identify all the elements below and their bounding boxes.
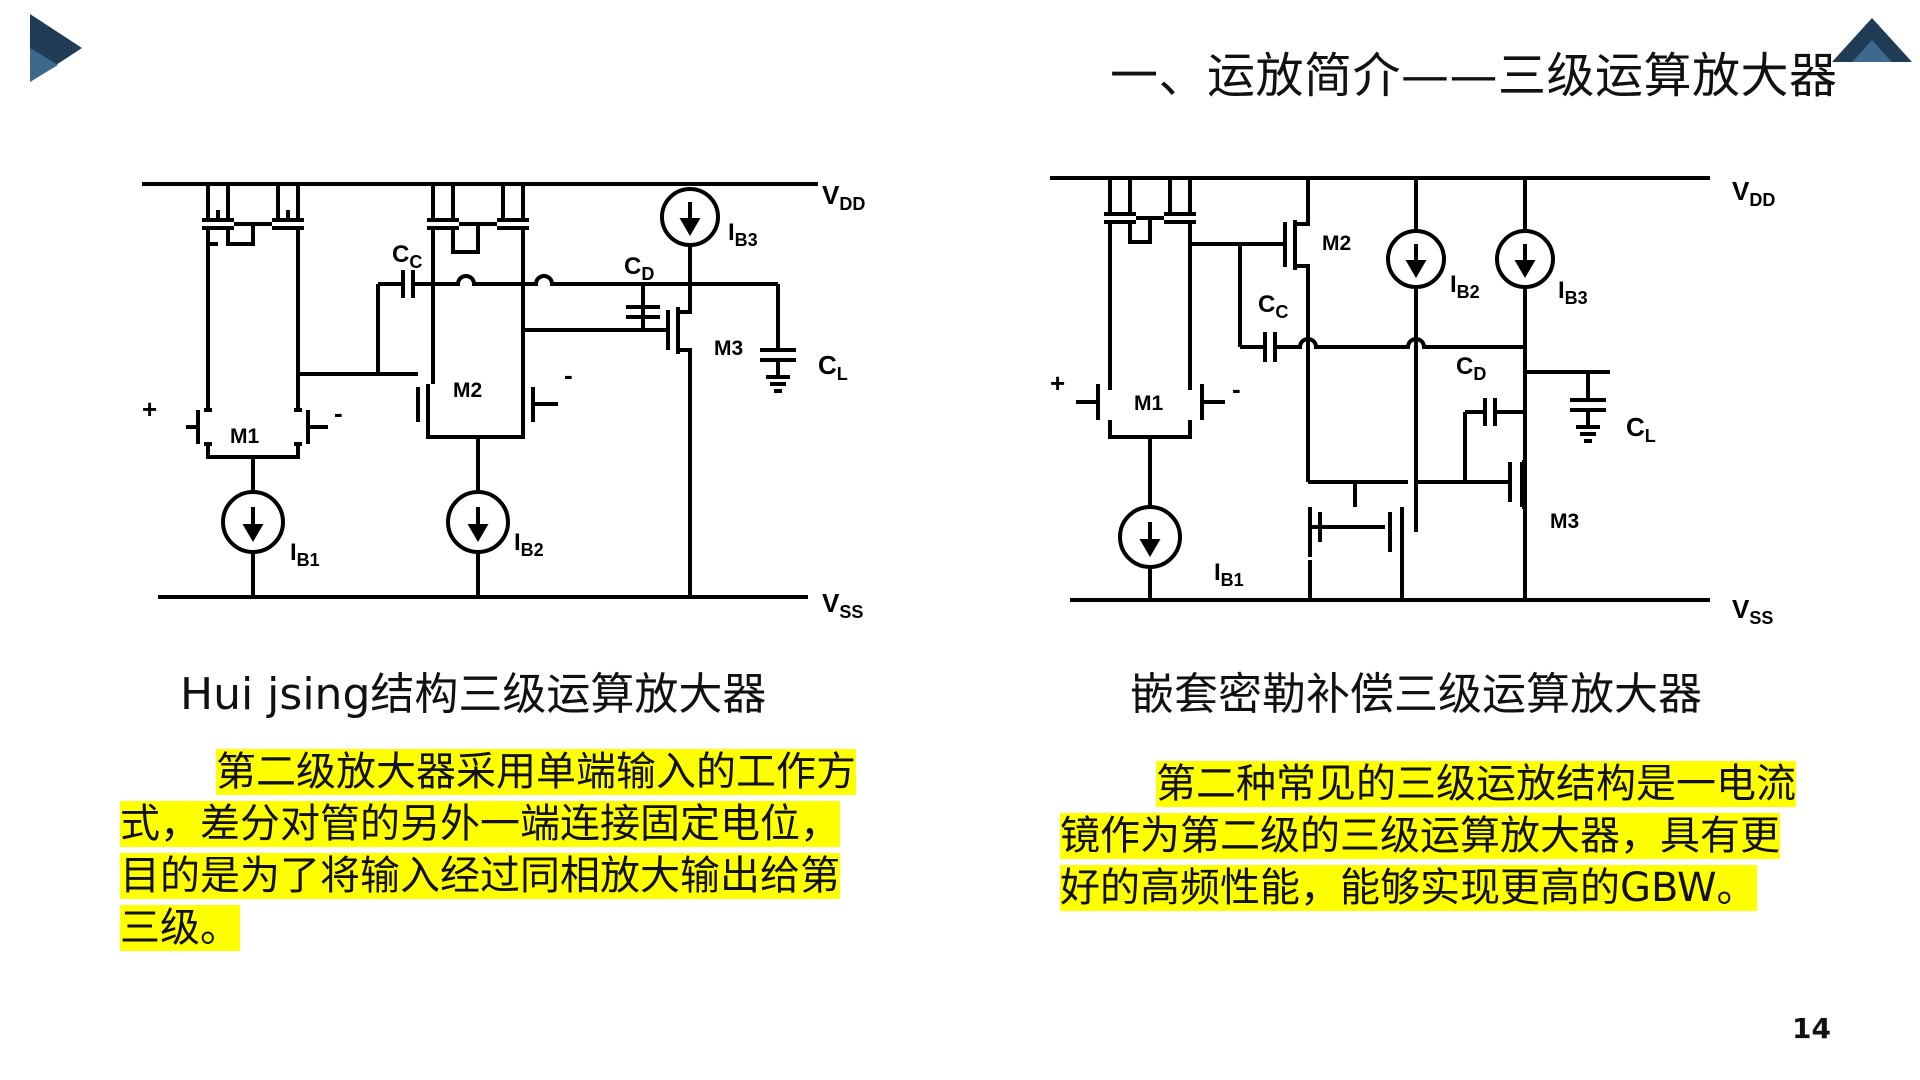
left-desc-line-1: 第二级放大器采用单端输入的工作方 <box>216 749 856 795</box>
ib2-label: IB2 <box>1450 271 1480 302</box>
cd-label: CD <box>624 253 654 284</box>
left-desc-line-3: 目的是为了将输入经过同相放大输出给第 <box>120 853 840 899</box>
logo-left-triangle <box>30 14 82 82</box>
m1-label: M1 <box>230 425 259 448</box>
vss-label: VSS <box>822 588 863 622</box>
cd-label: CD <box>1456 353 1486 384</box>
nested-miller-circuit-diagram: VDD VSS M1 M2 M3 IB1 IB2 IB3 CC CD CL + … <box>1010 162 1832 630</box>
cl-label: CL <box>1626 412 1656 446</box>
hui-jsing-circuit-diagram: VDD VSS M1 M2 M3 IB1 IB2 IB3 CC CD CL + … <box>128 162 910 630</box>
plus-input-label: + <box>142 394 157 424</box>
ib3-label: IB3 <box>1558 277 1588 308</box>
left-circuit-caption: Hui jsing结构三级运算放大器 <box>180 669 767 720</box>
cc-label: CC <box>1258 291 1288 322</box>
ib3-label: IB3 <box>728 219 758 250</box>
cl-label: CL <box>818 350 848 384</box>
plus-input-label: + <box>1050 368 1065 398</box>
m3-label: M3 <box>1550 510 1579 533</box>
m3-label: M3 <box>714 337 743 360</box>
vss-label: VSS <box>1732 594 1773 628</box>
vdd-label: VDD <box>1732 176 1775 210</box>
minus-input-label: - <box>1232 374 1241 404</box>
m2-label: M2 <box>453 379 482 402</box>
m2-label: M2 <box>1322 232 1351 255</box>
page-number: 14 <box>1792 1012 1831 1045</box>
ib1-label: IB1 <box>290 539 320 570</box>
right-description: 第二种常见的三级运放结构是一电流 镜作为第二级的三级运算放大器，具有更 好的高频… <box>1060 758 1860 914</box>
right-desc-line-2: 镜作为第二级的三级运算放大器，具有更 <box>1060 813 1780 859</box>
left-desc-line-4: 三级。 <box>120 905 240 951</box>
left-desc-line-2: 式，差分对管的另外一端连接固定电位， <box>120 801 840 847</box>
minus-input-label-2: - <box>564 360 573 390</box>
m1-label: M1 <box>1134 392 1163 415</box>
ib1-label: IB1 <box>1214 559 1244 590</box>
right-desc-line-1: 第二种常见的三级运放结构是一电流 <box>1156 761 1796 807</box>
ib2-label: IB2 <box>514 529 544 560</box>
cc-label: CC <box>392 241 422 272</box>
minus-input-label: - <box>334 398 343 428</box>
slide-title: 一、运放简介——三级运算放大器 <box>1110 48 1838 104</box>
right-desc-line-3: 好的高频性能，能够实现更高的GBW。 <box>1060 865 1757 911</box>
right-circuit-caption: 嵌套密勒补偿三级运算放大器 <box>1130 669 1702 720</box>
left-description: 第二级放大器采用单端输入的工作方 式，差分对管的另外一端连接固定电位， 目的是为… <box>120 746 920 954</box>
vdd-label: VDD <box>822 180 865 214</box>
logo-right-mountain <box>1832 18 1912 62</box>
